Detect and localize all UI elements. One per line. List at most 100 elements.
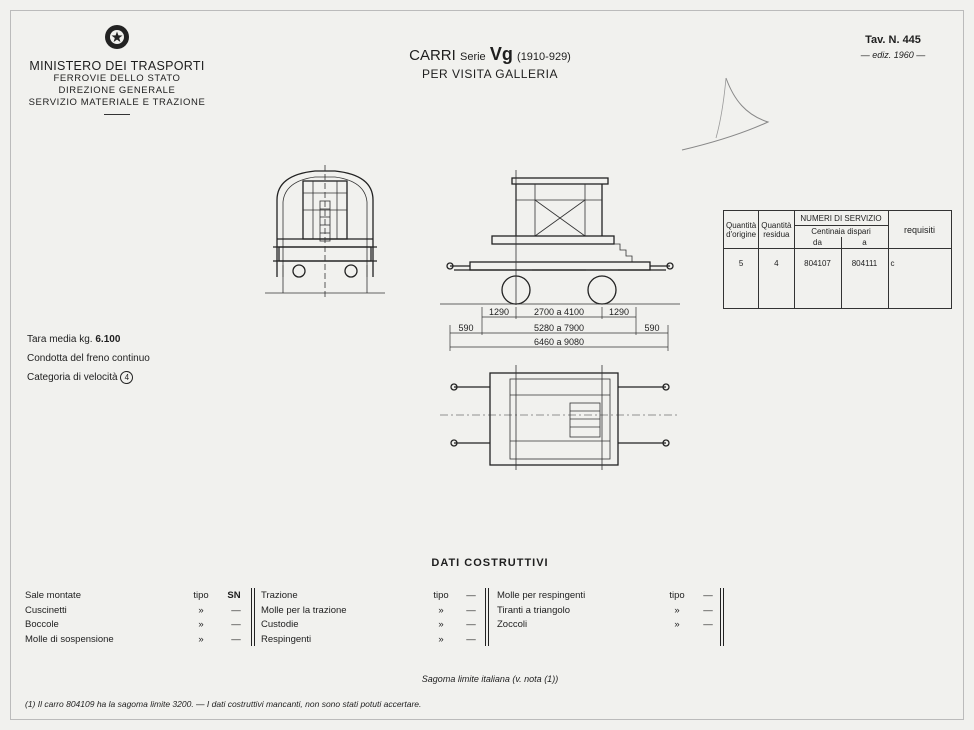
title-years: (1910-929): [517, 51, 571, 63]
dimension-lines: 1290 2700 a 4100 1290 590 5280 a 7900 59…: [449, 307, 669, 351]
categoria-label: Categoria di velocità: [27, 372, 118, 383]
header-numeri-servizio: NUMERI DI SERVIZIO: [793, 210, 889, 226]
cell-da: 804107: [793, 248, 842, 309]
dati-value: —: [466, 633, 476, 645]
header-rule: [104, 114, 130, 115]
dati-label: Zoccoli: [497, 619, 528, 630]
service-numbers-table: Quantità d'origine Quantità residua NUME…: [722, 210, 952, 309]
title-serie: Serie: [459, 51, 486, 63]
dati-tipo: »: [438, 633, 444, 645]
cell-requisiti: c: [887, 248, 952, 309]
header-quantita-origine: Quantità d'origine: [722, 210, 760, 249]
cell-a: 804111: [840, 248, 889, 309]
dim-1290-right: 1290: [609, 307, 629, 317]
dati-value: SN: [227, 590, 241, 601]
state-emblem-icon: [105, 25, 129, 49]
dati-label: Cuscinetti: [25, 604, 67, 616]
dati-value: —: [703, 590, 713, 601]
dati-label: Molle di sospensione: [25, 633, 114, 645]
dati-label: Molle per la trazione: [261, 604, 347, 616]
dati-value: —: [231, 619, 241, 630]
dati-value: —: [231, 604, 241, 616]
dati-row: Sale montate tipo SN: [25, 589, 250, 604]
dati-label: Sale montate: [25, 590, 81, 601]
cell-origine: 5: [722, 248, 760, 309]
dati-tipo: »: [438, 604, 444, 616]
tav-number: Tav. N. 445: [865, 34, 921, 46]
dim-1290-left: 1290: [489, 307, 509, 317]
dim-overall: 6460 a 9080: [534, 337, 584, 347]
dati-row: Custodie » —: [261, 618, 481, 633]
tara-row: Tara media kg. 6.100: [27, 330, 150, 349]
dati-tipo: »: [674, 619, 680, 630]
freno-row: Condotta del freno continuo: [27, 353, 150, 364]
dati-col-2: Trazione tipo — Molle per la trazione » — Cu…: [261, 589, 481, 647]
column-divider: [723, 588, 724, 646]
dati-value: —: [231, 633, 241, 645]
dati-value: —: [466, 619, 476, 630]
column-divider: [251, 588, 252, 646]
header-requisiti: requisiti: [887, 210, 952, 249]
side-elevation-drawing: [440, 170, 680, 305]
categoria-value: 4: [120, 371, 134, 384]
dati-label: Custodie: [261, 619, 299, 630]
dati-label: Trazione: [261, 590, 298, 601]
document-subtitle: PER VISITA GALLERIA: [422, 67, 558, 81]
dati-tipo: tipo: [193, 590, 209, 601]
ministry-line-2: FERROVIE DELLO STATO: [53, 73, 181, 84]
dim-590-left: 590: [458, 323, 473, 333]
dati-col-3: Molle per respingenti tipo — Tiranti a tri…: [497, 589, 722, 633]
end-view-drawing: [265, 165, 385, 300]
pencil-mark: [681, 77, 770, 151]
dati-row: Molle di sospensione » —: [25, 633, 250, 648]
categoria-row: Categoria di velocità 4: [27, 368, 150, 387]
dati-tipo: »: [198, 633, 204, 645]
column-divider: [485, 588, 486, 646]
edition: — ediz. 1960 —: [860, 50, 926, 60]
dati-label: Boccole: [25, 619, 59, 630]
dati-value: —: [703, 604, 713, 616]
column-divider: [720, 588, 721, 646]
dati-label: Respingenti: [261, 633, 312, 645]
sagoma-limite: Sagoma limite italiana (v. nota (1)): [421, 674, 559, 684]
page-border: [10, 10, 964, 720]
ministry-name: MINISTERO DEI TRASPORTI: [29, 59, 205, 73]
plan-view-drawing: [440, 365, 680, 470]
dim-wheelbase: 2700 a 4100: [534, 307, 584, 317]
dati-value: —: [466, 590, 476, 601]
dati-row: Molle per la trazione » —: [261, 604, 481, 619]
dati-tipo: »: [438, 619, 444, 630]
tara-label: Tara media kg.: [27, 334, 93, 345]
column-divider: [254, 588, 255, 646]
ministry-header: MINISTERO DEI TRASPORTI FERROVIE DELLO S…: [22, 22, 212, 115]
header-quantita-residua: Quantità residua: [758, 210, 795, 249]
dati-row: Zoccoli » —: [497, 618, 722, 633]
dati-row: Respingenti » —: [261, 633, 481, 648]
dati-col-1: Sale montate tipo SN Cuscinetti » — Boccole »…: [25, 589, 250, 647]
general-specs: Tara media kg. 6.100 Condotta del freno …: [27, 330, 150, 387]
footnote: (1) Il carro 804109 ha la sagoma limite …: [25, 699, 422, 709]
dati-value: —: [703, 619, 713, 630]
dati-row: Molle per respingenti tipo —: [497, 589, 722, 604]
ministry-line-4: SERVIZIO MATERIALE E TRAZIONE: [28, 97, 206, 108]
dati-tipo: »: [674, 604, 680, 616]
dim-590-right: 590: [644, 323, 659, 333]
dati-tipo: »: [198, 604, 204, 616]
dati-tipo: tipo: [669, 590, 685, 601]
table-number: Tav. N. 445 — ediz. 1960 —: [848, 34, 938, 60]
dati-row: Cuscinetti » —: [25, 604, 250, 619]
dati-costruttivi-title: DATI COSTRUTTIVI: [431, 557, 549, 569]
dati-label: Tiranti a triangolo: [497, 604, 571, 616]
header-centinaia: Centinaia dispari: [793, 225, 889, 237]
dati-tipo: »: [198, 619, 204, 630]
title-vg: Vg: [489, 44, 513, 64]
dati-row: Trazione tipo —: [261, 589, 481, 604]
dati-value: —: [466, 604, 476, 616]
dati-tipo: tipo: [433, 590, 449, 601]
document-title: CARRI Serie Vg (1910-929) PER VISITA GAL…: [330, 44, 650, 81]
dati-row: Boccole » —: [25, 618, 250, 633]
dati-row: Tiranti a triangolo » —: [497, 604, 722, 619]
tara-value: 6.100: [95, 334, 121, 345]
dati-label: Molle per respingenti: [497, 590, 586, 601]
dim-frame: 5280 a 7900: [534, 323, 584, 333]
